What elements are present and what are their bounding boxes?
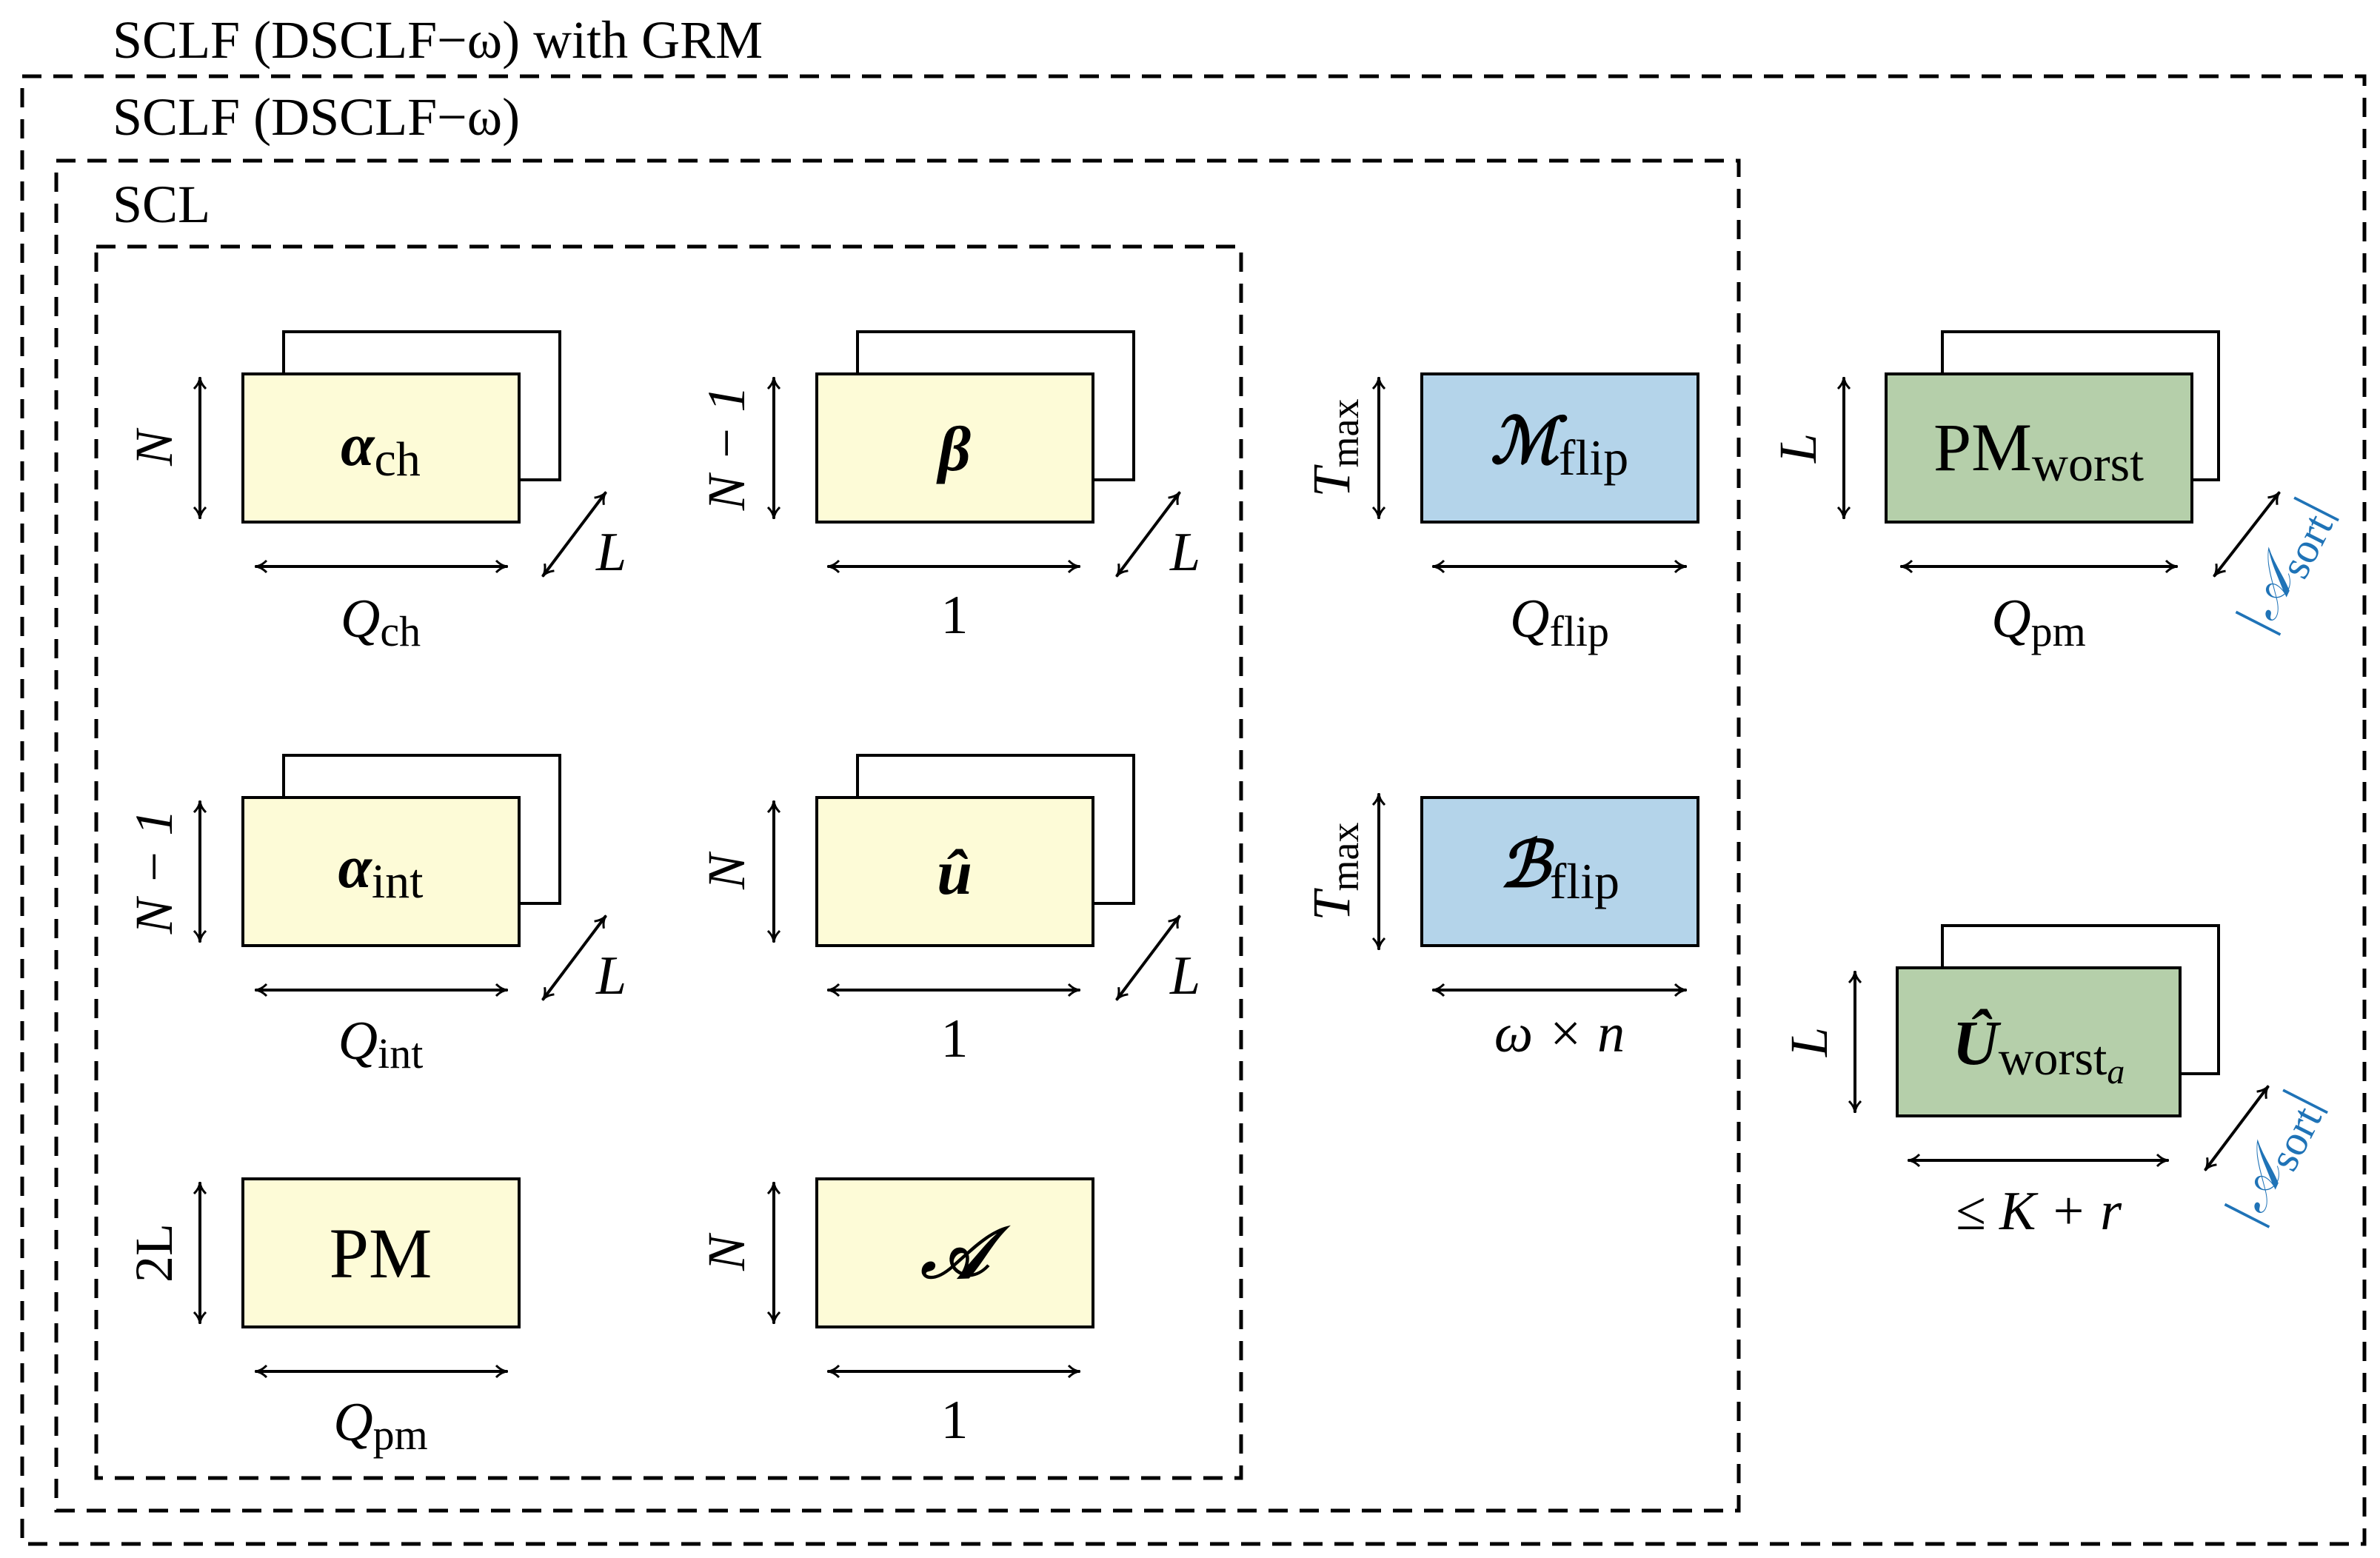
block-b-flip-label: ℬflip <box>1500 829 1619 909</box>
block-alpha-int-depth-arrow <box>541 915 607 1001</box>
block-a-box <box>815 1177 1094 1328</box>
block-alpha-ch-width-label: Qch <box>341 589 421 655</box>
block-a-height-label: N <box>697 1232 756 1271</box>
block-u-hat-box <box>815 796 1094 947</box>
block-u-hat: û N 1 L <box>697 754 1200 1069</box>
block-pm-worst: PMworst L Qpm |𝒜sort| <box>1768 330 2347 655</box>
title-sclf: SCLF (DSCLF−ω) <box>113 87 520 147</box>
block-u-worst: Ûworsta L ≤ K + r |𝒜sort| <box>1779 924 2336 1242</box>
block-beta: β N − 1 1 L <box>697 330 1200 646</box>
block-beta-box <box>815 372 1094 524</box>
block-u-worst-label: Ûworsta <box>1953 1007 2125 1091</box>
block-beta-width-label: 1 <box>941 585 969 646</box>
block-pm-width-label: Qpm <box>333 1392 428 1459</box>
block-b-flip-width-label: ω × n <box>1494 1003 1625 1064</box>
block-b-flip-box <box>1420 796 1699 947</box>
block-m-flip-width-label: Qflip <box>1510 589 1609 655</box>
block-pm-worst-depth-arrow <box>2213 491 2281 578</box>
block-u-hat-depth-arrow <box>1115 915 1181 1001</box>
block-pm: PM 2L Qpm <box>124 1177 521 1459</box>
block-beta-depth-label: L <box>1169 522 1200 583</box>
block-alpha-ch-label: αch <box>341 411 421 487</box>
block-alpha-int-height-label: N − 1 <box>124 809 184 935</box>
block-a: 𝒜 N 1 <box>697 1177 1094 1451</box>
block-pm-worst-box <box>1885 372 2193 524</box>
block-u-hat-width-label: 1 <box>941 1009 969 1069</box>
block-b-flip: ℬflip Tmax ω × n <box>1302 792 1699 1064</box>
block-beta-label: β <box>936 413 971 484</box>
title-scl: SCL <box>113 175 210 234</box>
block-m-flip: ℳflip Tmax Qflip <box>1302 372 1699 655</box>
block-u-worst-width-label: ≤ K + r <box>1956 1181 2122 1242</box>
frame-sclf-grm <box>20 74 2367 1546</box>
frame-scl <box>94 244 1243 1480</box>
block-pm-worst-label: PMworst <box>1933 409 2144 492</box>
block-u-hat-label: û <box>937 837 972 908</box>
block-u-worst-height-label: L <box>1779 1027 1839 1057</box>
block-a-width-label: 1 <box>941 1390 969 1451</box>
block-m-flip-height-label: Tmax <box>1302 398 1367 497</box>
block-alpha-int-label: αint <box>338 833 423 909</box>
block-alpha-ch-depth-label: L <box>595 522 626 583</box>
title-sclf-grm: SCLF (DSCLF−ω) with GRM <box>113 10 763 70</box>
block-u-hat-depth-label: L <box>1169 946 1200 1006</box>
block-pm-worst-depth-label: |𝒜sort| <box>2223 488 2347 645</box>
block-pm-height-label: 2L <box>124 1223 184 1283</box>
block-u-hat-height-label: N <box>697 851 756 890</box>
block-alpha-int-depth-label: L <box>595 946 626 1006</box>
block-beta-height-label: N − 1 <box>697 386 756 512</box>
block-alpha-int: αint N − 1 Qint L <box>124 754 626 1077</box>
block-alpha-ch-box <box>241 372 521 524</box>
block-pm-worst-height-label: L <box>1768 433 1828 464</box>
block-alpha-ch: αch N Qch L <box>124 330 626 655</box>
block-m-flip-box <box>1420 372 1699 524</box>
block-pm-box <box>241 1177 521 1328</box>
block-pm-label: PM <box>330 1214 432 1293</box>
block-pm-worst-width-label: Qpm <box>1991 589 2086 655</box>
block-u-worst-box <box>1896 966 2182 1117</box>
block-alpha-ch-depth-arrow <box>541 491 607 578</box>
block-u-worst-depth-label: |𝒜sort| <box>2212 1080 2336 1237</box>
block-alpha-ch-height-label: N <box>124 427 184 467</box>
block-beta-depth-arrow <box>1115 491 1181 578</box>
block-b-flip-height-label: Tmax <box>1302 822 1367 920</box>
frame-sclf <box>54 158 1741 1513</box>
block-alpha-int-width-label: Qint <box>338 1011 424 1077</box>
block-alpha-int-box <box>241 796 521 947</box>
block-m-flip-label: ℳflip <box>1491 406 1628 486</box>
block-u-worst-depth-arrow <box>2204 1085 2270 1171</box>
